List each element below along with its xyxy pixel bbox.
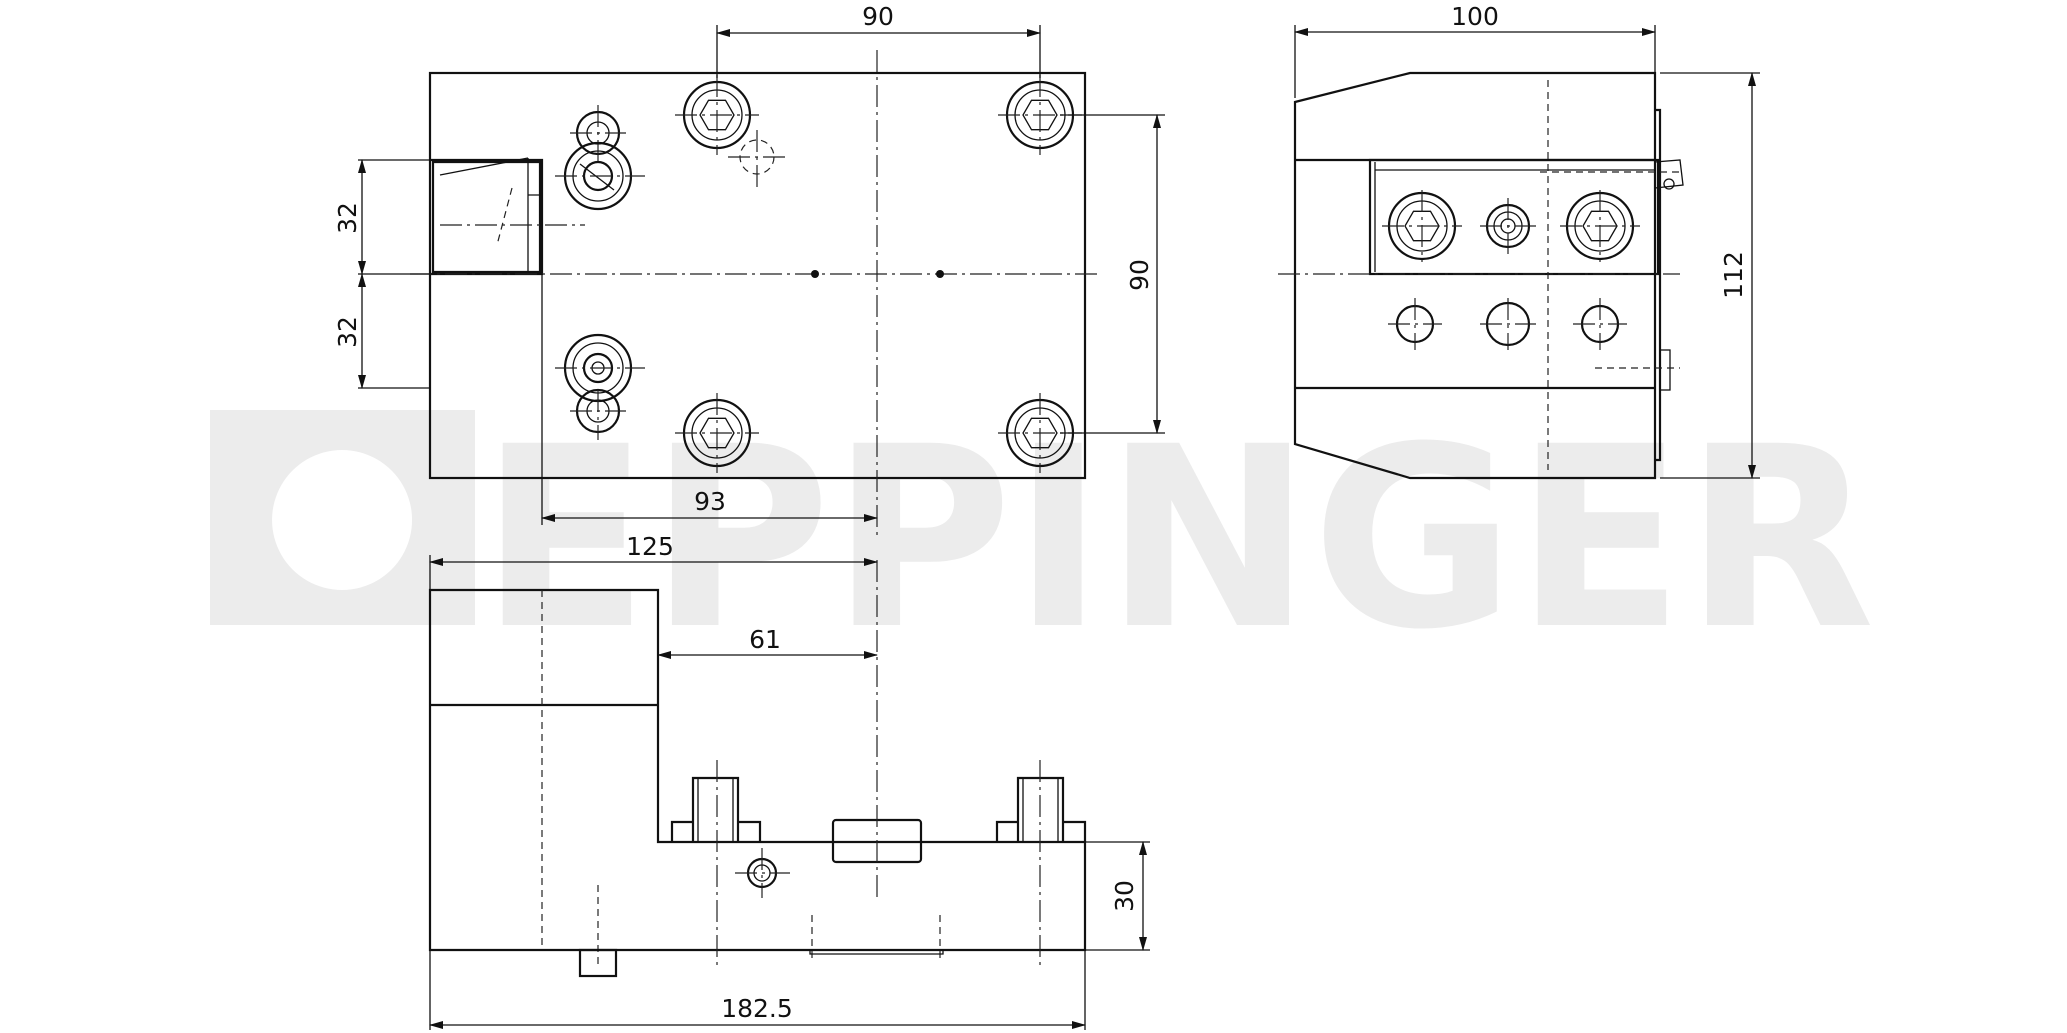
coolant-port-icon xyxy=(555,105,645,211)
watermark-brand: EPPINGER xyxy=(480,393,1875,684)
side-view: 100 112 xyxy=(1278,2,1760,480)
dim-90-top: 90 xyxy=(862,2,894,31)
stud-icon xyxy=(670,776,762,842)
dim-30: 30 xyxy=(1110,880,1139,912)
dim-32-lower: 32 xyxy=(333,316,362,348)
dim-100: 100 xyxy=(1451,2,1499,31)
eppinger-logo-icon xyxy=(210,410,475,625)
front-view: 125 61 30 182.5 xyxy=(428,532,1150,1030)
screw-icon xyxy=(1560,190,1640,262)
pin-dot xyxy=(936,270,944,278)
dim-32-upper: 32 xyxy=(333,202,362,234)
dim-112: 112 xyxy=(1719,251,1748,299)
hole-icon xyxy=(1388,298,1442,350)
dim-90-right: 90 xyxy=(1125,259,1154,291)
dim-93: 93 xyxy=(694,487,726,516)
hole-icon xyxy=(1480,298,1536,350)
screw-icon xyxy=(998,75,1082,155)
screw-icon xyxy=(1382,190,1462,262)
hidden-hole-icon xyxy=(728,130,786,188)
screw-icon xyxy=(675,75,759,155)
dim-182-5: 182.5 xyxy=(721,994,793,1023)
small-screw-icon xyxy=(735,848,790,898)
top-view: 90 32 32 90 93 xyxy=(333,2,1165,540)
coolant-port-icon xyxy=(555,333,645,440)
pin-dot xyxy=(811,270,819,278)
hole-icon xyxy=(1573,298,1627,350)
pin-stub xyxy=(578,948,618,978)
eppinger-watermark: EPPINGER xyxy=(210,393,1875,684)
screw-icon xyxy=(675,393,759,473)
stud-icon xyxy=(995,776,1087,842)
dim-125: 125 xyxy=(626,532,674,561)
dim-61: 61 xyxy=(749,625,781,654)
coolant-port-icon xyxy=(1480,198,1536,254)
